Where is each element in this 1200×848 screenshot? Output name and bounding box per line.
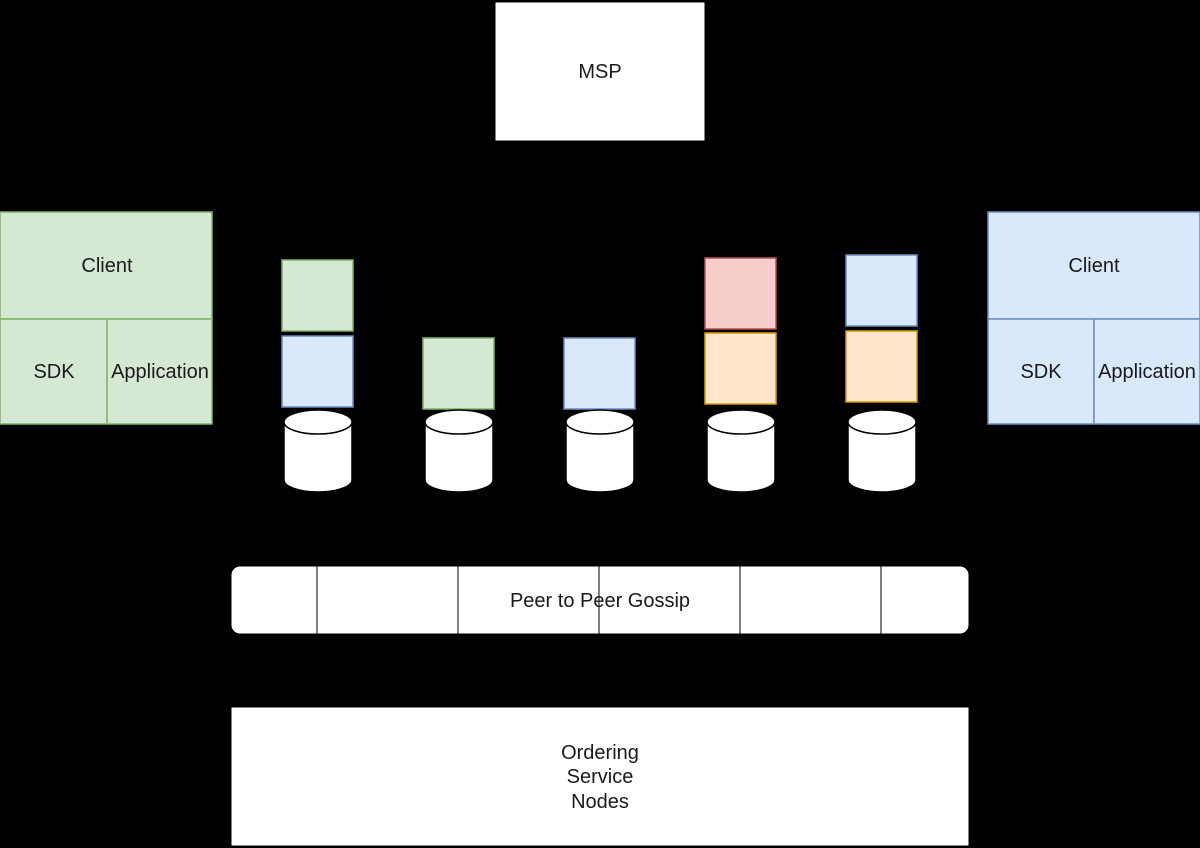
client-left-application-label: Application <box>111 361 209 383</box>
client-left-sdk-label: SDK <box>33 361 75 383</box>
ordering-label-line1: Ordering <box>561 742 639 764</box>
peer-4 <box>704 257 777 493</box>
peer-5-ledger-icon <box>847 409 917 493</box>
peer-4-chaincode-red <box>704 257 777 330</box>
ordering-label-line3: Nodes <box>571 791 629 813</box>
peer-1-chaincode-green <box>281 259 354 332</box>
peer-5-chaincode-orange <box>845 330 918 403</box>
peer-5 <box>845 254 918 493</box>
client-right: Client SDK Application <box>987 211 1200 425</box>
peer-3 <box>563 337 636 493</box>
client-right-application-label: Application <box>1098 361 1196 383</box>
ordering-label-line2: Service <box>567 766 634 788</box>
client-right-sdk-box <box>987 318 1095 425</box>
peer-1 <box>281 259 354 493</box>
peer-2-chaincode-green <box>422 337 495 410</box>
gossip-bar-box <box>230 565 970 635</box>
client-left-sdk-box <box>0 318 108 425</box>
client-right-header <box>987 211 1200 320</box>
peer-4-ledger-icon <box>706 409 776 493</box>
ordering-service: Ordering Service Nodes <box>230 706 970 847</box>
peer-1-chaincode-blue <box>281 335 354 408</box>
client-left-application-box <box>106 318 213 425</box>
client-left-header <box>0 211 213 320</box>
peer-2-ledger-icon <box>424 409 494 493</box>
gossip-label: Peer to Peer Gossip <box>510 590 690 612</box>
client-right-application-box <box>1093 318 1200 425</box>
peer-5-chaincode-blue <box>845 254 918 327</box>
client-left-title: Client <box>81 255 133 277</box>
gossip-bar: Peer to Peer Gossip <box>230 565 970 635</box>
peer-4-chaincode-orange <box>704 332 777 405</box>
msp-node: MSP <box>494 1 706 142</box>
client-right-sdk-label: SDK <box>1020 361 1062 383</box>
msp-label: MSP <box>578 61 621 83</box>
peer-3-ledger-icon <box>565 409 635 493</box>
ordering-service-box <box>230 706 970 847</box>
peer-2 <box>422 337 495 493</box>
peer-1-ledger-icon <box>283 409 353 493</box>
client-right-title: Client <box>1068 255 1120 277</box>
msp-box <box>494 1 706 142</box>
client-left: Client SDK Application <box>0 211 213 425</box>
peer-3-chaincode-blue <box>563 337 636 410</box>
